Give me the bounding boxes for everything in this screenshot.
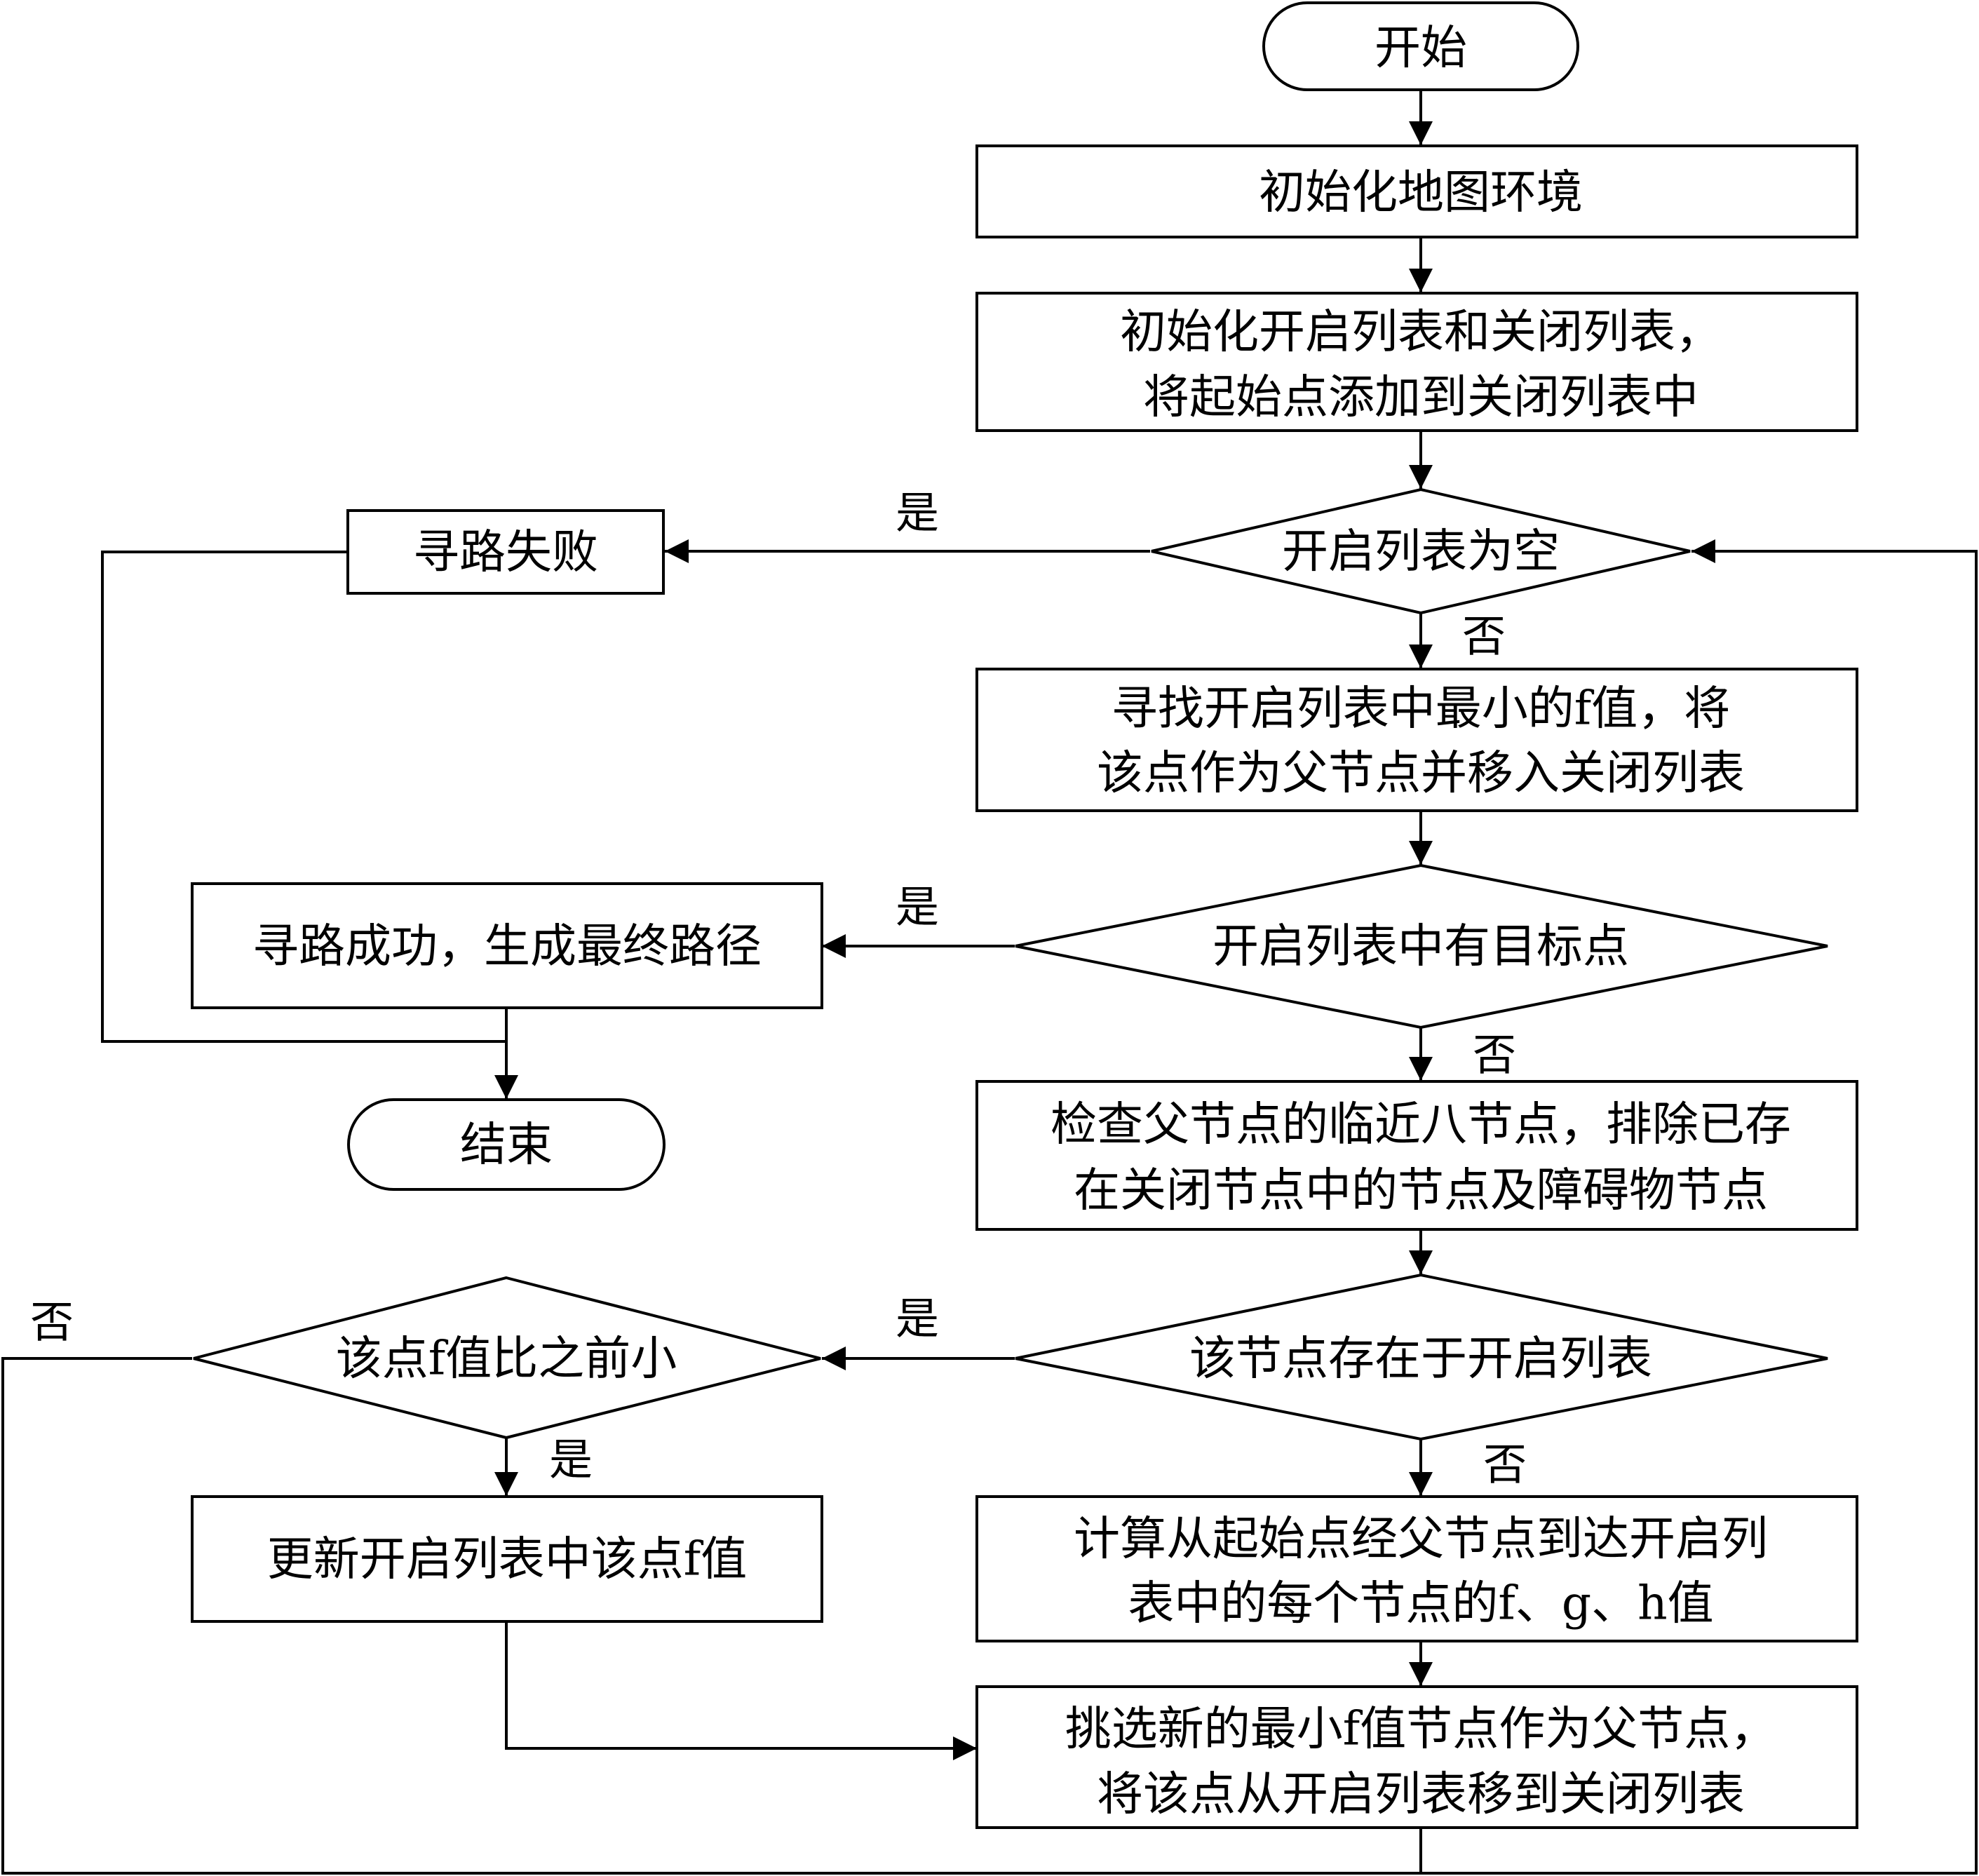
- label-no-in-open: 否: [1483, 1439, 1527, 1490]
- edge-picknew-loop: [1419, 539, 1978, 1875]
- decision-diamond: [1015, 863, 1828, 1030]
- node-init-lists-line1: 初始化开启列表和关闭列表，: [1120, 305, 1722, 359]
- node-f-smaller-label: 该点f值比之前小: [336, 1332, 677, 1386]
- process-box: [975, 668, 1858, 812]
- node-success: 寻路成功，生成最终路径: [191, 882, 823, 1009]
- node-compute: 计算从起始点经父节点到达开启列 表中的每个节点的f、g、h值: [975, 1495, 1858, 1642]
- node-check-neighbors-line2: 在关闭节点中的节点及障碍物节点: [1074, 1163, 1768, 1217]
- node-start: 开始: [1262, 1, 1579, 91]
- node-find-min: 寻找开启列表中最小的f值，将 该点作为父节点并移入关闭列表: [975, 668, 1858, 812]
- edge-fsmaller-no-loop: [1, 1357, 1421, 1875]
- decision-diamond: [1151, 487, 1691, 615]
- edge-labels: 是 否 是 否 是 否 是 否: [30, 487, 1527, 1490]
- node-start-label: 开始: [1375, 21, 1467, 75]
- node-check-neighbors-line1: 检查父节点的临近八节点，排除已存: [1051, 1098, 1791, 1152]
- node-pick-new: 挑选新的最小f值节点作为父节点， 将该点从开启列表移到关闭列表: [975, 1685, 1858, 1829]
- node-find-fail-label: 寻路失败: [413, 525, 598, 579]
- node-find-min-line2: 该点作为父节点并移入关闭列表: [1097, 746, 1745, 800]
- process-box: [975, 1685, 1858, 1829]
- node-init-map-label: 初始化地图环境: [1259, 166, 1583, 220]
- node-has-target: 开启列表中有目标点: [1015, 863, 1828, 1030]
- node-init-map: 初始化地图环境: [975, 144, 1858, 238]
- edge-update-picknew: [505, 1621, 977, 1760]
- terminal-start: [1262, 1, 1579, 91]
- node-find-fail: 寻路失败: [346, 509, 665, 595]
- node-has-target-label: 开启列表中有目标点: [1213, 919, 1629, 973]
- node-open-empty: 开启列表为空: [1151, 487, 1691, 615]
- node-init-lists-line2: 将起始点添加到关闭列表中: [1143, 370, 1698, 424]
- node-compute-line1: 计算从起始点经父节点到达开启列: [1074, 1512, 1768, 1566]
- node-end: 结束: [347, 1098, 666, 1191]
- node-end-label: 结束: [460, 1118, 553, 1172]
- process-box: [191, 1495, 823, 1623]
- node-pick-new-line2: 将该点从开启列表移到关闭列表: [1097, 1767, 1745, 1821]
- label-no-f-smaller: 否: [30, 1297, 74, 1348]
- label-yes-has-target: 是: [896, 882, 939, 933]
- process-box: [975, 1080, 1858, 1231]
- node-init-lists: 初始化开启列表和关闭列表， 将起始点添加到关闭列表中: [975, 292, 1858, 432]
- node-pick-new-line1: 挑选新的最小f值节点作为父节点，: [1065, 1702, 1776, 1756]
- process-box: [975, 144, 1858, 238]
- label-yes-open-empty: 是: [896, 487, 939, 539]
- node-compute-line2: 表中的每个节点的f、g、h值: [1128, 1577, 1713, 1631]
- node-update-f-label: 更新开启列表中该点f值: [267, 1532, 747, 1586]
- node-update-f: 更新开启列表中该点f值: [191, 1495, 823, 1623]
- node-success-label: 寻路成功，生成最终路径: [252, 919, 762, 973]
- process-box: [975, 1495, 1858, 1642]
- label-no-open-empty: 否: [1462, 611, 1506, 662]
- process-box: [191, 882, 823, 1009]
- decision-diamond: [1015, 1273, 1828, 1441]
- label-yes-f-smaller: 是: [549, 1434, 593, 1485]
- edge-fail-end: [101, 551, 506, 1043]
- node-in-open: 该节点存在于开启列表: [1015, 1273, 1828, 1441]
- decision-diamond: [193, 1276, 821, 1440]
- connectors: [1, 90, 1978, 1875]
- process-box: [975, 292, 1858, 432]
- node-check-neighbors: 检查父节点的临近八节点，排除已存 在关闭节点中的节点及障碍物节点: [975, 1080, 1858, 1231]
- process-box: [346, 509, 665, 595]
- node-f-smaller: 该点f值比之前小: [193, 1276, 821, 1440]
- label-no-has-target: 否: [1473, 1030, 1516, 1081]
- node-open-empty-label: 开启列表为空: [1282, 525, 1560, 579]
- label-yes-in-open: 是: [896, 1293, 939, 1344]
- node-in-open-label: 该节点存在于开启列表: [1189, 1332, 1652, 1386]
- node-find-min-line1: 寻找开启列表中最小的f值，将: [1112, 682, 1730, 736]
- terminal-end: [347, 1098, 666, 1191]
